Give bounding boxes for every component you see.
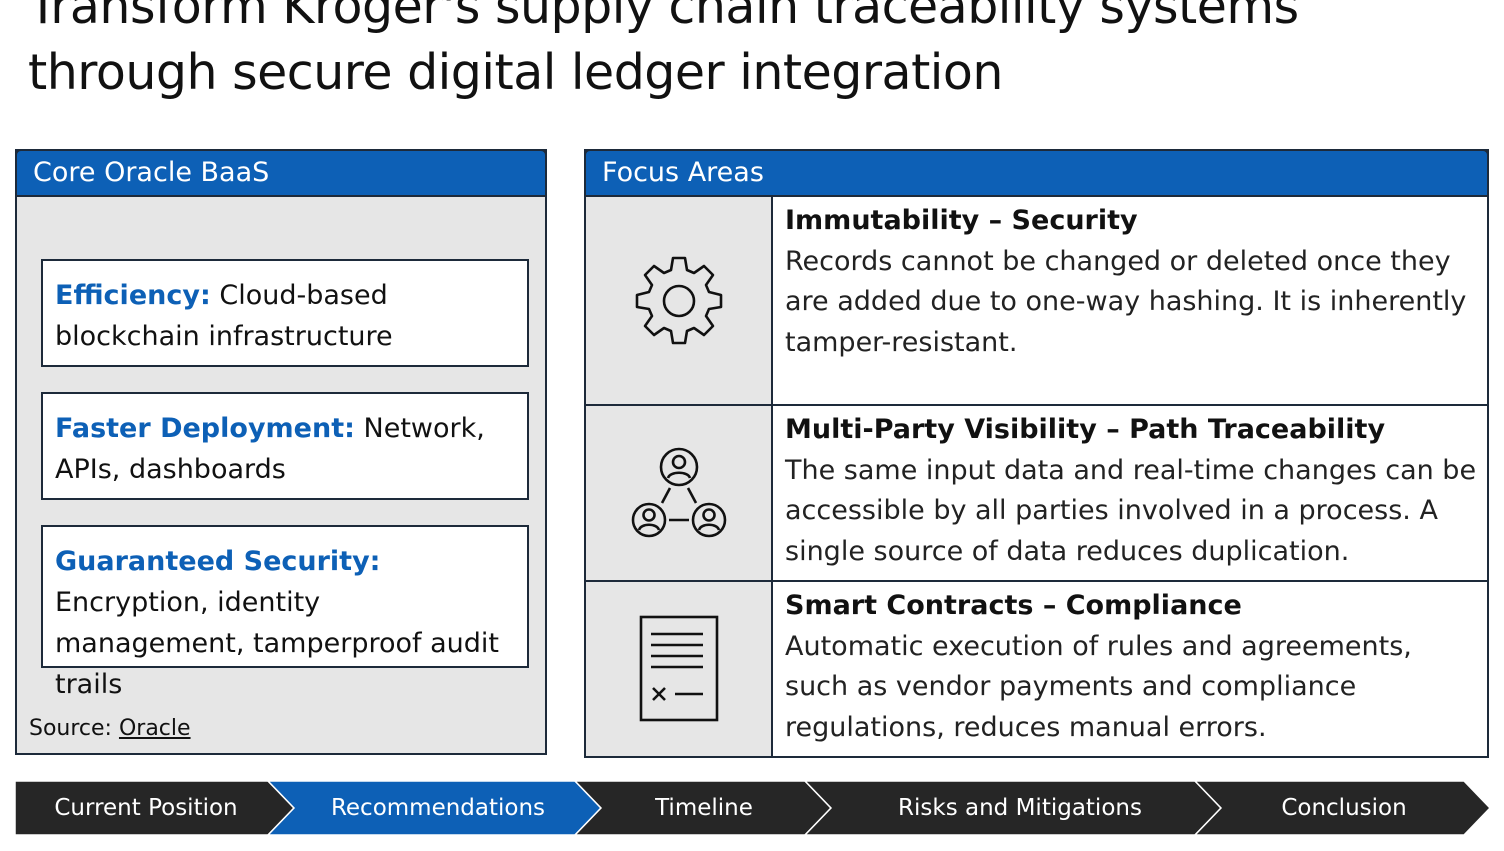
core-oracle-baas-panel: Core Oracle BaaS Efficiency: Cloud-based… xyxy=(15,149,547,755)
focus-text: Immutability – Security Records cannot b… xyxy=(785,201,1477,363)
nav-item-current-position[interactable]: Current Position xyxy=(54,795,238,821)
icon-cell xyxy=(586,197,773,404)
focus-title: Multi-Party Visibility – Path Traceabili… xyxy=(785,414,1386,445)
focus-text: Smart Contracts – Compliance Automatic e… xyxy=(785,586,1477,748)
focus-areas-panel: Focus Areas Immutability – Security Reco… xyxy=(584,149,1489,758)
panel-header: Core Oracle BaaS xyxy=(15,149,547,197)
source-note: Source: Oracle xyxy=(29,716,191,741)
nav-chevrons xyxy=(15,781,1490,835)
focus-description: Automatic execution of rules and agreeme… xyxy=(785,630,1412,743)
focus-text: Multi-Party Visibility – Path Traceabili… xyxy=(785,410,1477,572)
nav-chevron-conclusion[interactable] xyxy=(1193,781,1490,835)
page-title: Transform Kroger's supply chain traceabi… xyxy=(28,0,1299,101)
source-label: Source: xyxy=(29,716,119,741)
network-users-icon xyxy=(631,447,726,538)
panel-header: Focus Areas xyxy=(584,149,1489,197)
nav-chevron-timeline[interactable] xyxy=(573,781,833,835)
section-nav: Current Position Recommendations Timelin… xyxy=(15,781,1490,835)
focus-row-smart-contracts: Smart Contracts – Compliance Automatic e… xyxy=(586,582,1487,756)
focus-description: The same input data and real-time change… xyxy=(785,454,1477,567)
guaranteed-security-card: Guaranteed Security: Encryption, identit… xyxy=(41,525,529,700)
card-key: Faster Deployment: xyxy=(55,413,355,444)
faster-deployment-card: Faster Deployment: Network, APIs, dashbo… xyxy=(41,392,529,500)
efficiency-card: Efficiency: Cloud-based blockchain infra… xyxy=(41,259,529,367)
focus-row-visibility: Multi-Party Visibility – Path Traceabili… xyxy=(586,406,1487,582)
card-text: Encryption, identity management, tamperp… xyxy=(55,587,499,700)
nav-chevron-risks[interactable] xyxy=(803,781,1223,835)
focus-description: Records cannot be changed or deleted onc… xyxy=(785,245,1467,358)
nav-item-risks-and-mitigations[interactable]: Risks and Mitigations xyxy=(898,795,1142,821)
contract-icon xyxy=(639,615,718,722)
card-text: Network, APIs, dashboards xyxy=(55,413,485,485)
card-key: Efficiency: xyxy=(55,280,211,311)
focus-row-immutability: Immutability – Security Records cannot b… xyxy=(586,197,1487,406)
gear-icon xyxy=(635,256,722,344)
card-text: Cloud-based blockchain infrastructure xyxy=(55,280,393,352)
focus-title: Smart Contracts – Compliance xyxy=(785,590,1242,621)
nav-item-conclusion[interactable]: Conclusion xyxy=(1281,795,1407,821)
card-key: Guaranteed Security: xyxy=(55,546,381,577)
nav-item-recommendations[interactable]: Recommendations xyxy=(330,795,546,821)
source-link[interactable]: Oracle xyxy=(118,716,191,741)
icon-cell xyxy=(586,582,773,756)
nav-item-timeline[interactable]: Timeline xyxy=(655,795,753,821)
focus-title: Immutability – Security xyxy=(785,205,1138,236)
icon-cell xyxy=(586,406,773,580)
nav-chevron-recommendations[interactable] xyxy=(266,781,603,835)
